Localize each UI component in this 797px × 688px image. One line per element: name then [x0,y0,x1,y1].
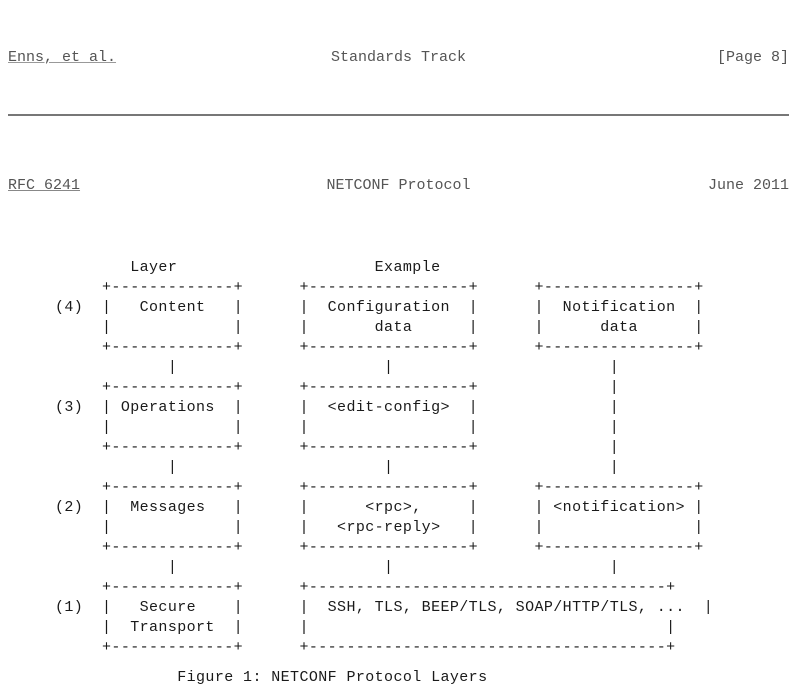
header-authors: Enns, et al. [8,49,117,66]
figure-1-caption: Figure 1: NETCONF Protocol Layers [8,669,488,686]
running-header-top: Enns, et al. Standards Track [Page 8] [0,0,797,108]
rfc-number-link[interactable]: RFC 6241 [8,177,81,194]
document-date: June 2011 [707,177,789,194]
header-page-number: [Page 8] [716,49,789,66]
header-status: Standards Track [330,49,467,66]
netconf-protocol-layers-ascii-diagram: Layer Example +-------------+ +---------… [55,259,714,656]
document-title: NETCONF Protocol [326,177,471,194]
running-header-bottom: RFC 6241 NETCONF Protocol June 2011 [0,116,797,236]
figure-1-container: Layer Example +-------------+ +---------… [0,258,797,688]
header-divider [8,114,789,116]
